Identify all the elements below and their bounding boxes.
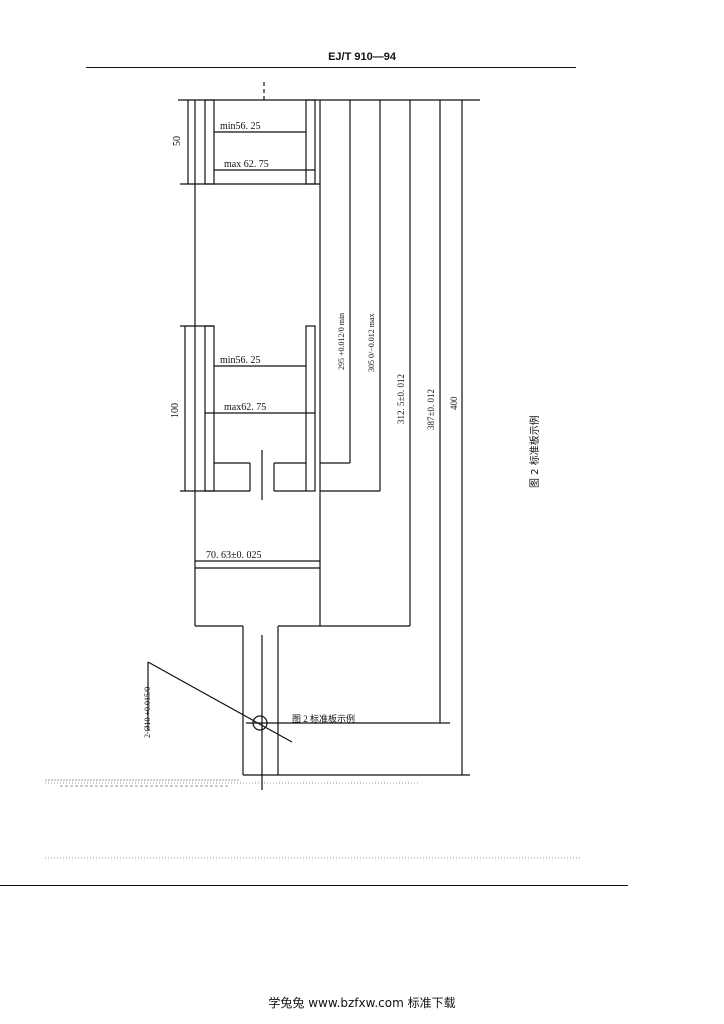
label-max-top: max 62. 75 <box>224 159 269 170</box>
top-slot-right <box>305 99 316 185</box>
label-dim-400: 400 <box>449 396 459 410</box>
side-figure-caption: 图 2 标准板示例 <box>528 415 541 488</box>
mid-slot-right <box>305 325 316 492</box>
label-dim-387: 387±0. 012 <box>426 389 436 430</box>
label-dim-295: 295 +0.012/0 min <box>337 313 346 370</box>
label-dim-305: 305 0/−0.012 max <box>367 313 376 372</box>
label-width: 70. 63±0. 025 <box>206 550 262 561</box>
header-rule <box>86 67 576 68</box>
label-dim-50: 50 <box>172 136 183 146</box>
label-dim-312: 312. 5±0. 012 <box>396 374 406 424</box>
bottom-rule <box>0 885 628 886</box>
scan-noise <box>45 779 580 859</box>
inline-caption: 图 2 标准板示例 <box>292 713 355 724</box>
label-min-mid: min56. 25 <box>220 355 261 366</box>
label-hole: 2-Ø10 +0.015/0 <box>143 687 152 738</box>
label-dim-100: 100 <box>170 403 181 418</box>
label-max-mid: max62. 75 <box>224 402 266 413</box>
top-slot-left <box>204 99 215 185</box>
mid-slot-left <box>204 325 215 492</box>
footer-watermark: 学兔兔 www.bzfxw.com 标准下载 <box>268 996 456 1010</box>
label-min-top: min56. 25 <box>220 121 261 132</box>
document-header: EJ/T 910—94 <box>328 51 396 63</box>
